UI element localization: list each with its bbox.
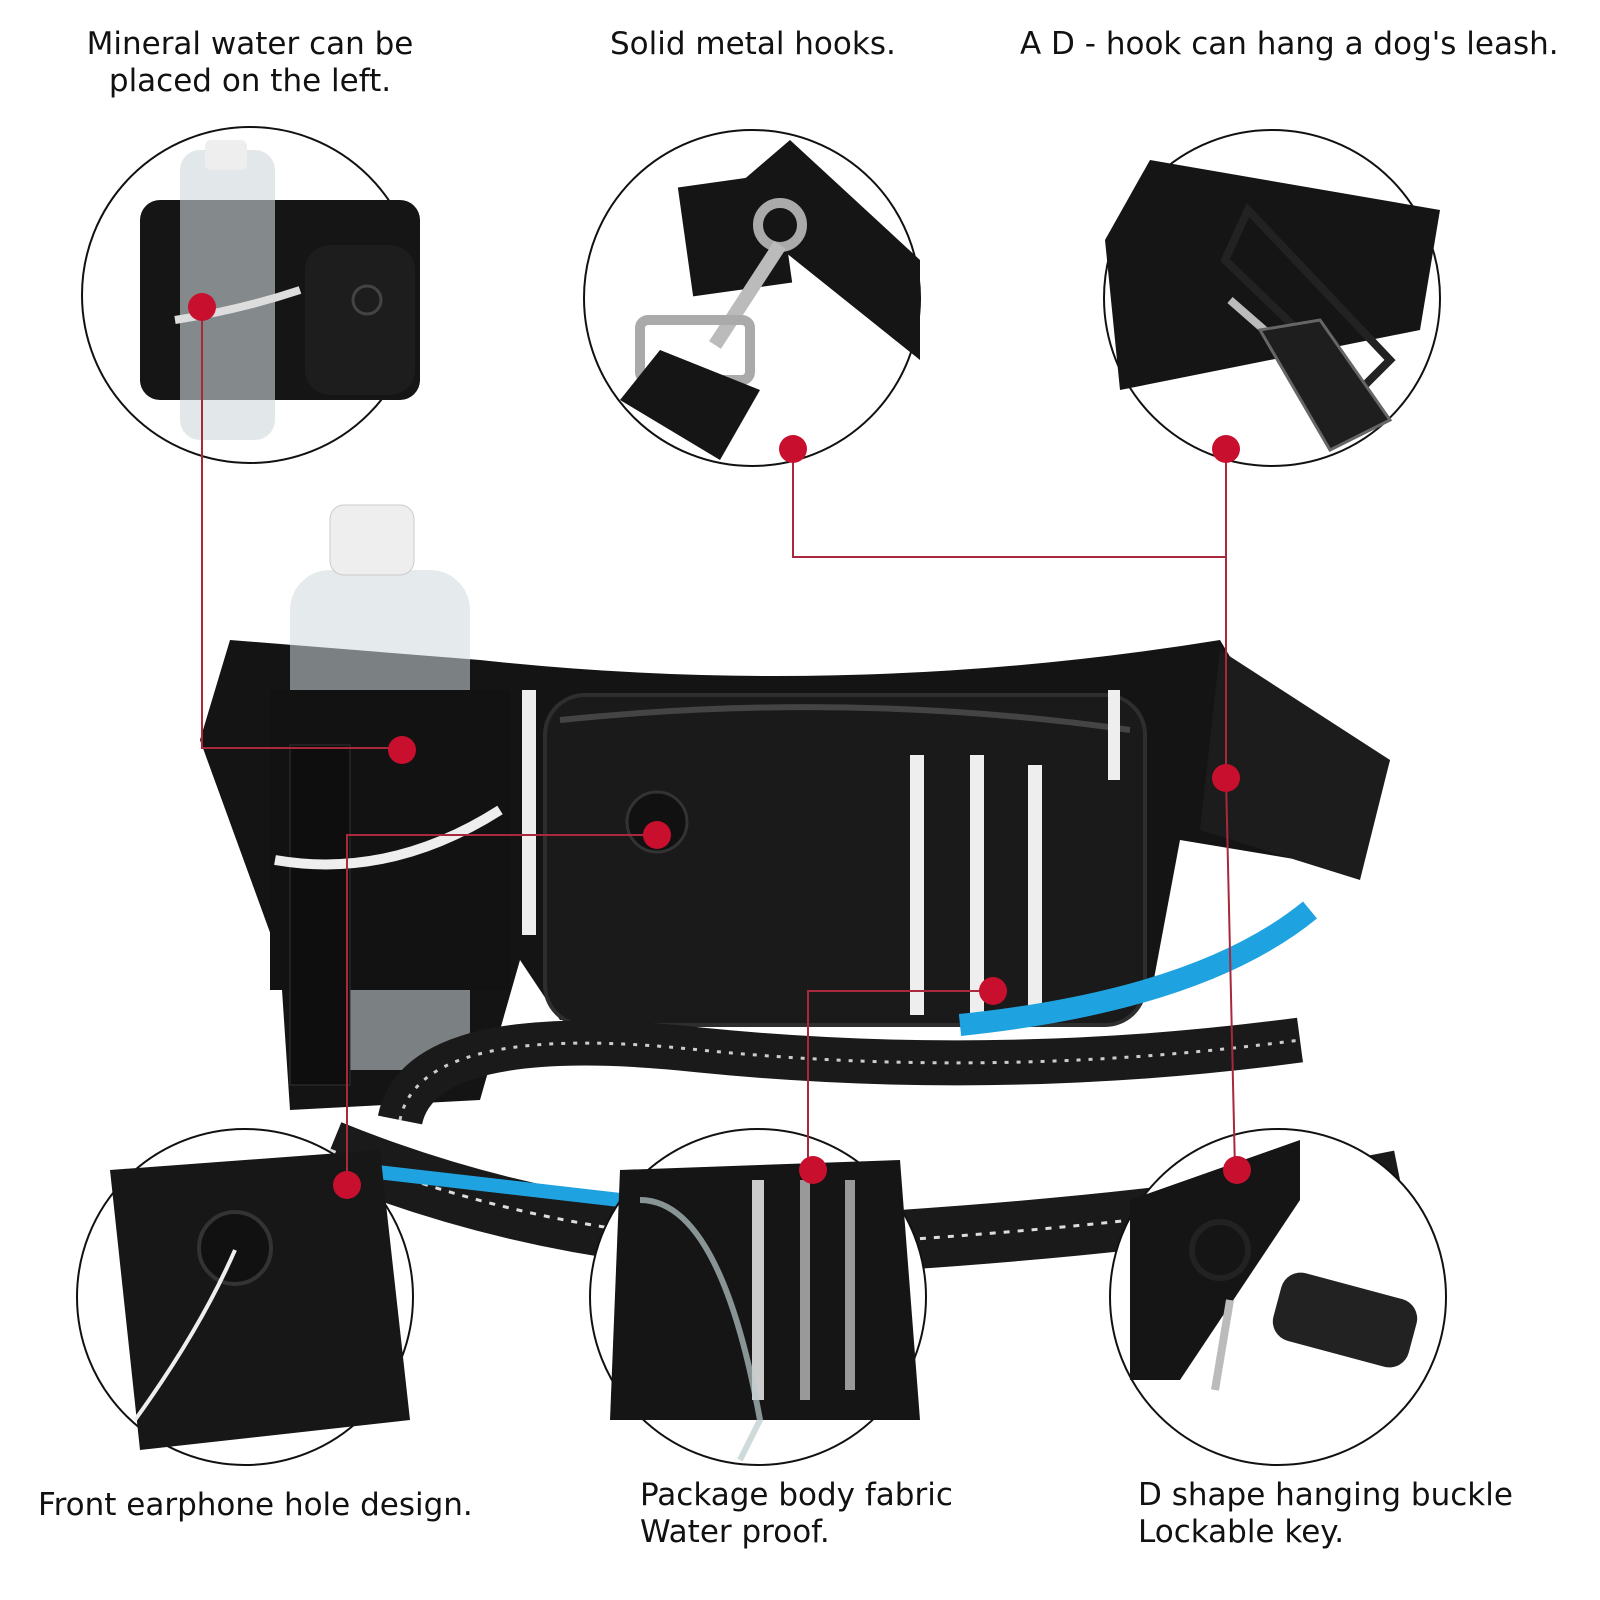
caption-fabric-line2: Water proof. (640, 1514, 830, 1550)
detail-circle-metal-hooks (583, 129, 921, 467)
detail-circle-waterproof (589, 1128, 927, 1466)
caption-buckle-line2: Lockable key. (1138, 1514, 1345, 1550)
caption-water: Mineral water can be placed on the left. (80, 26, 420, 100)
detail-circle-d-hook (1103, 129, 1441, 467)
caption-buckle: D shape hanging buckle Lockable key. (1138, 1477, 1513, 1551)
detail-circle-water (81, 126, 420, 464)
callout-dots (188, 293, 1251, 1199)
callout-lines (201, 307, 1236, 1185)
detail-circle-earphone (76, 1128, 414, 1466)
caption-fabric-line1: Package body fabric (640, 1477, 953, 1513)
caption-water-line1: Mineral water can be (86, 26, 414, 62)
caption-hooks: Solid metal hooks. (610, 26, 896, 62)
caption-water-line2: placed on the left. (108, 63, 392, 99)
caption-earphone: Front earphone hole design. (38, 1487, 473, 1523)
detail-circle-key-buckle (1109, 1128, 1447, 1466)
caption-buckle-line1: D shape hanging buckle (1138, 1477, 1513, 1513)
waist-bag (200, 504, 1406, 1274)
caption-ad-hook: A D - hook can hang a dog's leash. (1020, 26, 1559, 62)
caption-fabric: Package body fabric Water proof. (640, 1477, 953, 1551)
